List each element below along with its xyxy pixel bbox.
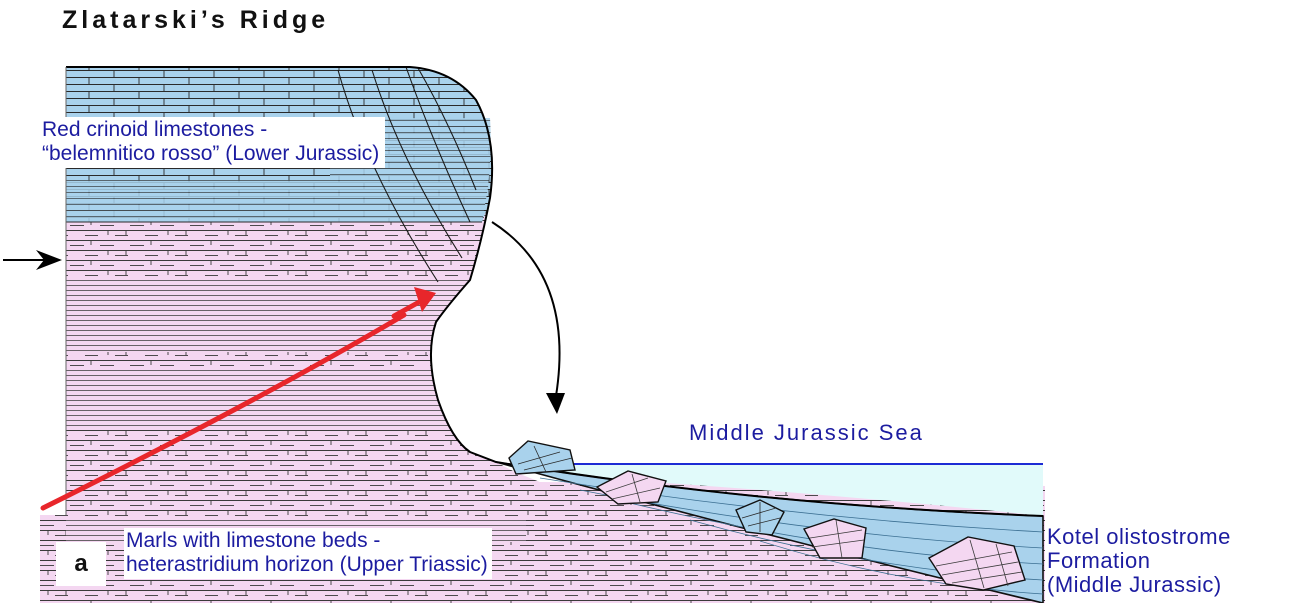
- marls-label-line: Marls with limestone beds -: [126, 529, 488, 553]
- kotel-formation-label: Kotel olistostrome Formation (Middle Jur…: [1047, 525, 1231, 596]
- sea-label: Middle Jurassic Sea: [689, 420, 924, 445]
- curved-arrow-down-icon: [492, 222, 565, 414]
- kotel-label-line: (Middle Jurassic): [1047, 573, 1231, 597]
- red-crinoid-label: Red crinoid limestones - “belemnitico ro…: [40, 117, 385, 168]
- panel-letter: a: [56, 542, 106, 586]
- marls-label: Marls with limestone beds - heterastridi…: [124, 528, 492, 579]
- diagram-title: Zlatarski’s Ridge: [62, 6, 329, 35]
- kotel-label-line: Formation: [1047, 549, 1231, 573]
- red-crinoid-label-line: Red crinoid limestones -: [42, 118, 379, 142]
- red-crinoid-label-line: “belemnitico rosso” (Lower Jurassic): [42, 142, 379, 166]
- marls-label-line: heterastridium horizon (Upper Triassic): [126, 553, 488, 577]
- olistolith-block: [509, 441, 575, 474]
- arrow-right-icon: [3, 250, 62, 270]
- kotel-label-line: Kotel olistostrome: [1047, 525, 1231, 549]
